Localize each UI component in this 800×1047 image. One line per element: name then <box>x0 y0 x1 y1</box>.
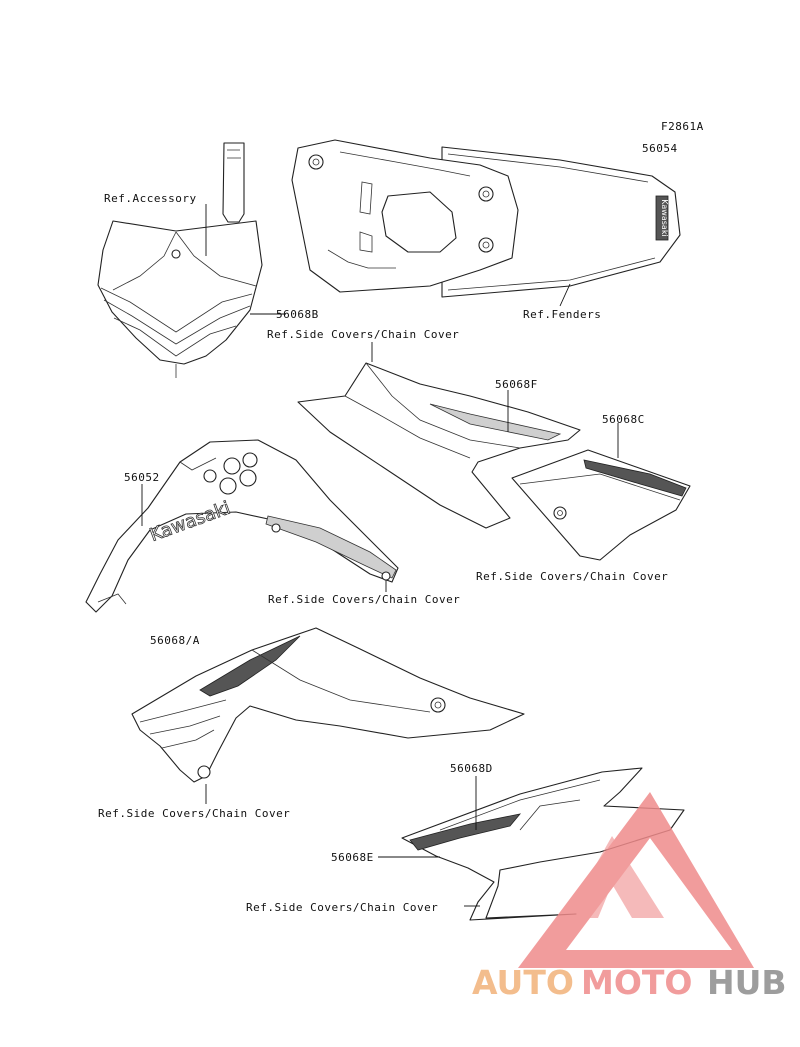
label-56054: 56054 <box>642 142 678 155</box>
side-decal-d <box>401 767 685 921</box>
label-56068d: 56068D <box>450 762 493 775</box>
side-decal-a <box>131 627 525 783</box>
rear-fender: Kawasaki <box>291 139 681 298</box>
front-number-plate <box>97 142 263 378</box>
label-56068b: 56068B <box>276 308 319 321</box>
label-56068e: 56068E <box>331 851 374 864</box>
radiator-shroud-decal: Kawasaki <box>85 439 399 613</box>
label-56068c: 56068C <box>602 413 645 426</box>
label-56068f: 56068F <box>495 378 538 391</box>
label-56052: 56052 <box>124 471 160 484</box>
label-ref-accessory: Ref.Accessory <box>104 192 197 205</box>
label-ref-side-covers-5: Ref.Side Covers/Chain Cover <box>246 901 438 914</box>
label-ref-fenders: Ref.Fenders <box>523 308 601 321</box>
label-ref-side-covers-2: Ref.Side Covers/Chain Cover <box>476 570 668 583</box>
fender-brand-text: Kawasaki <box>660 199 669 236</box>
side-cover-decal-c <box>511 449 691 561</box>
watermark-part3: HUB <box>707 963 787 1002</box>
label-ref-side-covers-1: Ref.Side Covers/Chain Cover <box>267 328 459 341</box>
side-cover-decal-f <box>297 362 581 529</box>
drawing-id: F2861A <box>661 120 704 133</box>
watermark-part1: AUTO <box>472 963 574 1002</box>
label-ref-side-covers-4: Ref.Side Covers/Chain Cover <box>98 807 290 820</box>
label-ref-side-covers-3: Ref.Side Covers/Chain Cover <box>268 593 460 606</box>
watermark-logo: AUTO MOTO HUB <box>472 792 787 1002</box>
leader-lines <box>141 204 619 907</box>
label-56068a: 56068/A <box>150 634 200 647</box>
watermark-part2: MOTO <box>581 963 692 1002</box>
